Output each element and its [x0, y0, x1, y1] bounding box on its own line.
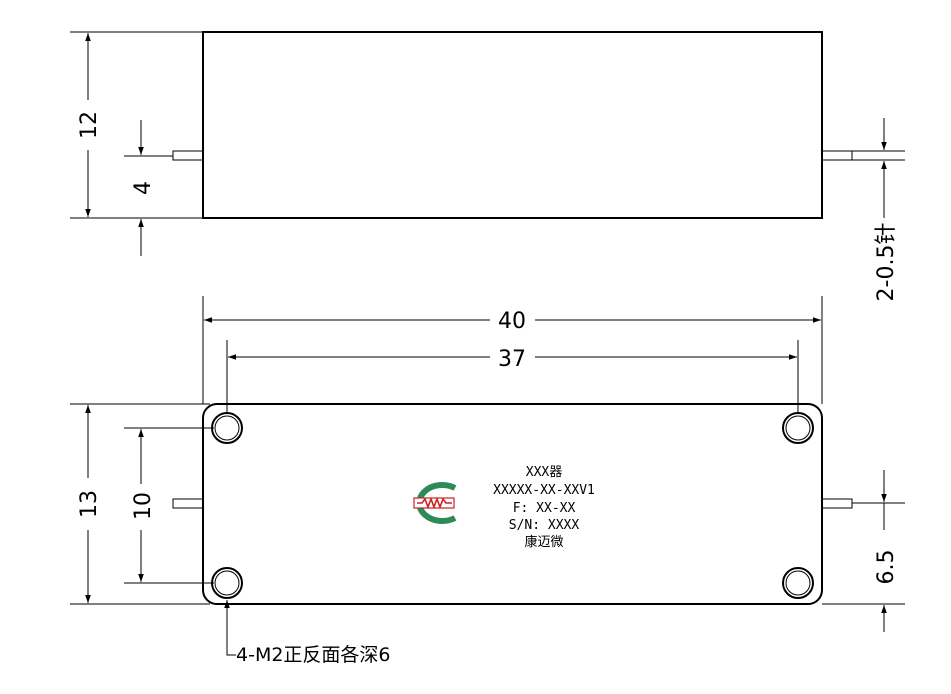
bottom-view-right-pin [821, 498, 853, 509]
top-view-body [202, 31, 823, 219]
mounting-hole-bottom-left [211, 567, 243, 599]
top-view-left-pin [172, 150, 204, 161]
label-line-2: XXXXX-XX-XXV1 [493, 483, 595, 498]
label-line-5: 康迈微 [524, 534, 563, 550]
hole-spec-note: 4-M2正反面各深6 [236, 644, 391, 666]
label-line-3: F: XX-XX [513, 501, 576, 516]
mounting-hole-bottom-right [782, 567, 814, 599]
dim-12-label: 12 [77, 111, 102, 139]
logo-wave [417, 496, 452, 510]
mounting-hole-top-right [782, 412, 814, 444]
bottom-view: 40 37 13 10 6.5 4-M2正反面各深6 [70, 296, 905, 666]
dim-pin-spec-label: 2-0.5针 [874, 223, 899, 302]
dim-13-label: 13 [77, 490, 102, 518]
label-line-4: S/N: XXXX [509, 518, 580, 533]
dim-40-label: 40 [498, 309, 526, 334]
product-label: XXX器 XXXXX-XX-XXV1 F: XX-XX S/N: XXXX 康迈… [493, 465, 595, 550]
company-logo: MW [413, 482, 457, 524]
bottom-view-left-pin [172, 498, 204, 509]
dim-37-label: 37 [498, 347, 526, 372]
dim-10-label: 10 [131, 492, 156, 520]
top-view-right-pin [821, 150, 853, 161]
label-line-1: XXX器 [526, 465, 562, 480]
top-view: 12 4 2-0.5针 [70, 31, 905, 302]
note-leader-line [224, 600, 236, 656]
dim-6-5-label: 6.5 [874, 550, 899, 585]
mounting-hole-top-left [211, 412, 243, 444]
dim-4-label: 4 [131, 181, 156, 195]
